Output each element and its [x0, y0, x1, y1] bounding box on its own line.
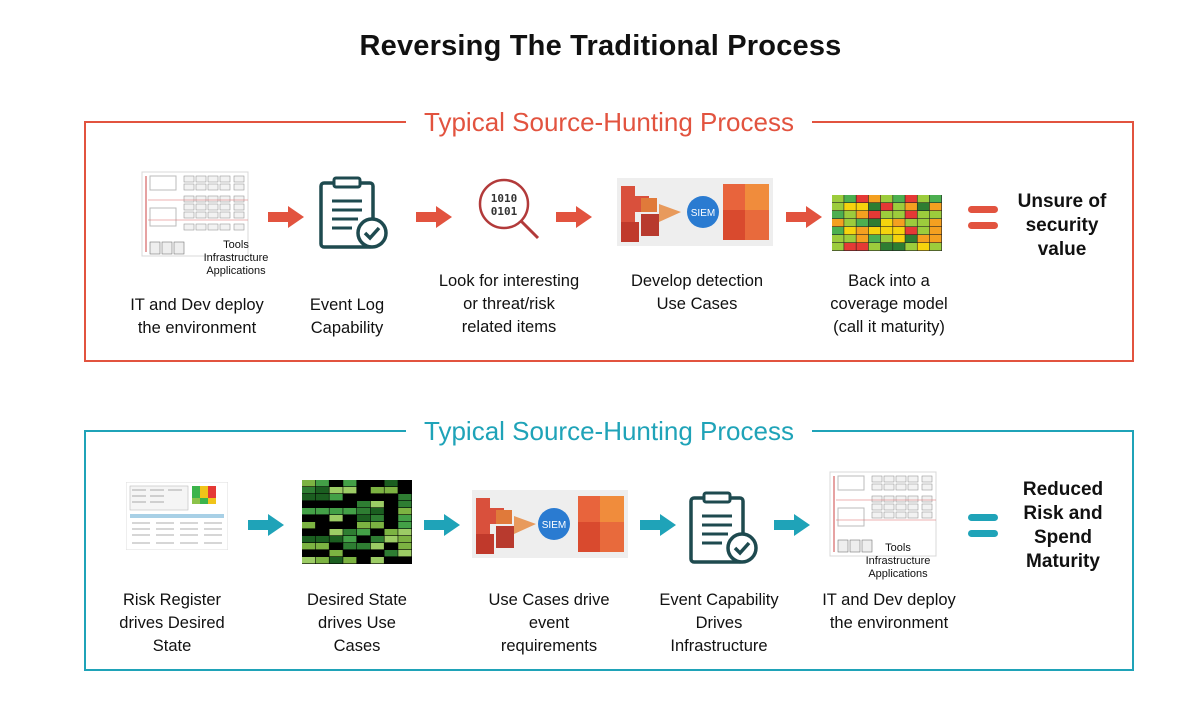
svg-text:1010: 1010 [491, 192, 518, 205]
arrow-right-icon [268, 206, 304, 228]
page-title: Reversing The Traditional Process [359, 30, 842, 62]
arrow-right-icon [556, 206, 592, 228]
panel-heading: Typical Source-Hunting Process [86, 106, 1132, 138]
siem-puzzle-icon: SIEM [472, 490, 628, 558]
equals-icon [968, 206, 998, 230]
siem-puzzle-icon: SIEM [617, 178, 773, 246]
panel-heading: Typical Source-Hunting Process [86, 415, 1132, 447]
reversed-process-panel: Typical Source-Hunting Process [84, 416, 1134, 671]
svg-text:0101: 0101 [491, 205, 518, 218]
heatmap-icon [832, 195, 942, 251]
clipboard-check-icon [689, 491, 758, 564]
arrow-right-icon [774, 514, 810, 536]
typical-process-panel: Typical Source-Hunting Process [84, 107, 1134, 362]
equals-icon [968, 514, 998, 538]
clipboard-check-icon [319, 176, 388, 249]
risk-register-icon [126, 482, 228, 550]
arrow-right-icon [786, 206, 822, 228]
infrastructure-icon [829, 471, 937, 557]
svg-text:SIEM: SIEM [691, 208, 715, 219]
binary-magnifier-icon: 1010 0101 [478, 178, 540, 240]
arrow-right-icon [248, 514, 284, 536]
infrastructure-icon [141, 171, 249, 257]
svg-text:SIEM: SIEM [542, 520, 566, 531]
arrow-right-icon [640, 514, 676, 536]
arrow-right-icon [416, 206, 452, 228]
heatmap-icon [302, 480, 412, 564]
arrow-right-icon [424, 514, 460, 536]
